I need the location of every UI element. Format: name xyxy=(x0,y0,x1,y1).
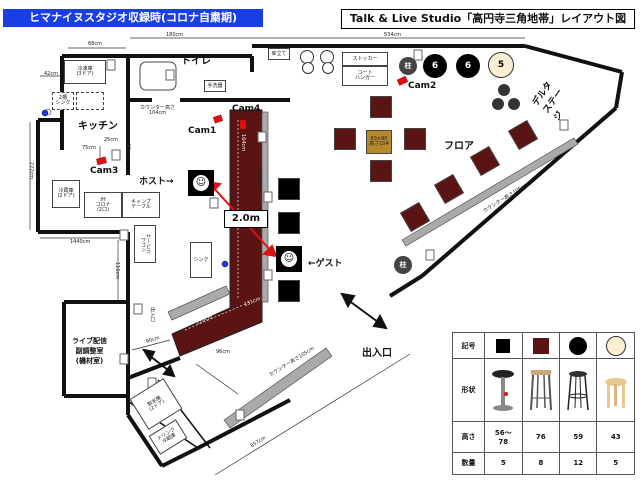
room-floor: フロア xyxy=(444,141,474,152)
chair-brown xyxy=(404,128,426,150)
bar-stool-icon xyxy=(492,370,515,412)
dim-42: 42cm xyxy=(44,71,58,77)
legend-height-3: 59 xyxy=(558,421,598,453)
sink: シンク xyxy=(190,242,212,278)
hand-wash: 手洗器 xyxy=(204,80,226,92)
counter-height-104: カウンター高さ 104cm xyxy=(140,105,176,116)
legend-height-1: 56〜 78 xyxy=(484,421,523,453)
dim-96: 96cm xyxy=(216,349,230,355)
legend-qty-4: 5 xyxy=(596,451,635,476)
guest-label: ←ゲスト xyxy=(308,259,343,269)
umbrella-stand: 傘立て xyxy=(268,48,290,60)
guest-seat: ☺ xyxy=(276,246,302,272)
legend-qty-3: 12 xyxy=(558,451,598,476)
cam2-label: Cam2 xyxy=(408,81,437,91)
header-title-right: Talk & Live Studio「高円寺三角地帯」レイアウト図 xyxy=(341,9,635,29)
host-seat: ☺ xyxy=(188,170,214,196)
kitchen-counter xyxy=(76,92,104,110)
dim-75: 75cm xyxy=(82,145,96,151)
stool-round xyxy=(322,62,334,74)
stool-black xyxy=(278,280,300,302)
round-table: 6 xyxy=(456,54,480,78)
dim-164: 164cm xyxy=(240,133,247,152)
cam3-label: Cam3 xyxy=(90,166,119,176)
chair-brown xyxy=(370,96,392,118)
stool-round xyxy=(508,98,520,110)
dim-top-width: 534cm xyxy=(384,32,402,38)
legend-header-symbol: 記号 xyxy=(451,331,486,360)
fridge-2door: 冷蔵庫 (2ドア) xyxy=(52,180,80,208)
dim-1440: 1440cm xyxy=(70,239,91,245)
bar-counter xyxy=(171,109,263,357)
smiley-icon: ☺ xyxy=(193,175,209,191)
legend-symbol-black-square xyxy=(496,338,511,353)
legend-symbol-brown-square xyxy=(532,337,549,354)
legend-header-height: 高さ xyxy=(451,421,486,453)
stocker: ストッカー xyxy=(342,52,388,66)
host-label: ホスト→ xyxy=(139,177,174,187)
dim-25-height: 25cm xyxy=(124,143,131,158)
service-wagon: サービス ワゴン xyxy=(134,225,156,263)
stool-round xyxy=(492,98,504,110)
wood-stool-icon xyxy=(529,370,552,411)
sink-2: 2槽 シンク xyxy=(52,92,74,110)
cam1-label: Cam1 xyxy=(188,126,217,136)
ih-stove: IH コロナ (2口) xyxy=(84,192,122,218)
stool-round xyxy=(498,84,510,96)
chair-brown xyxy=(334,128,356,150)
stool-black xyxy=(278,178,300,200)
room-entrance: 出入口 xyxy=(362,348,392,359)
dim-68: 68cm xyxy=(88,41,102,47)
exit-label: 出入口 xyxy=(149,306,156,323)
legend-height-2: 76 xyxy=(521,421,561,453)
dim-222: 222cm xyxy=(28,161,35,180)
dim-116: 116cm xyxy=(114,261,121,280)
chair-brown xyxy=(370,160,392,182)
stool-black xyxy=(278,212,300,234)
room-toilet: トイレ xyxy=(181,56,211,67)
legend-qty-1: 5 xyxy=(484,451,523,476)
dim-25: 25cm xyxy=(104,137,118,143)
legend-qty-2: 8 xyxy=(521,451,561,476)
room-live-control: ライブ配信 副調整室 (機材室) xyxy=(72,337,107,365)
pillar: 柱 xyxy=(399,57,417,75)
wood-round-stool-icon xyxy=(604,378,627,409)
metal-stool-icon xyxy=(567,371,589,411)
fridge-3door: 冷凍庫 (3ドア) xyxy=(64,60,106,84)
dim-270: 270cm xyxy=(256,171,263,190)
room-kitchen: キッチン xyxy=(78,121,118,132)
legend-symbol-black-circle xyxy=(569,336,588,355)
dim-top-left: 180cm xyxy=(166,32,184,38)
legend-header-shape: 形状 xyxy=(451,358,486,423)
legend-height-4: 43 xyxy=(596,421,635,453)
floor-table: 63×90 高さ104 xyxy=(366,130,392,154)
legend-symbol-cream-circle xyxy=(605,335,626,356)
cameras xyxy=(96,75,409,166)
pillar: 柱 xyxy=(394,256,412,274)
header-title-left: ヒマナイヌスタジオ収録時(コロナ自粛期) xyxy=(3,9,263,27)
smiley-icon: ☺ xyxy=(281,251,297,267)
round-table: 6 xyxy=(423,54,447,78)
coat-hanger: コート ハンガー xyxy=(342,66,388,86)
distance-label: 2.0m xyxy=(224,210,268,228)
round-table-cream: 5 xyxy=(488,52,514,78)
legend-header-quantity: 数量 xyxy=(451,451,486,476)
stool-round xyxy=(302,62,314,74)
cam4-label: Cam4 xyxy=(232,104,261,114)
legend-table: 記号 形状 xyxy=(451,331,635,476)
camp-table: キャンプ テーブル xyxy=(122,192,160,218)
